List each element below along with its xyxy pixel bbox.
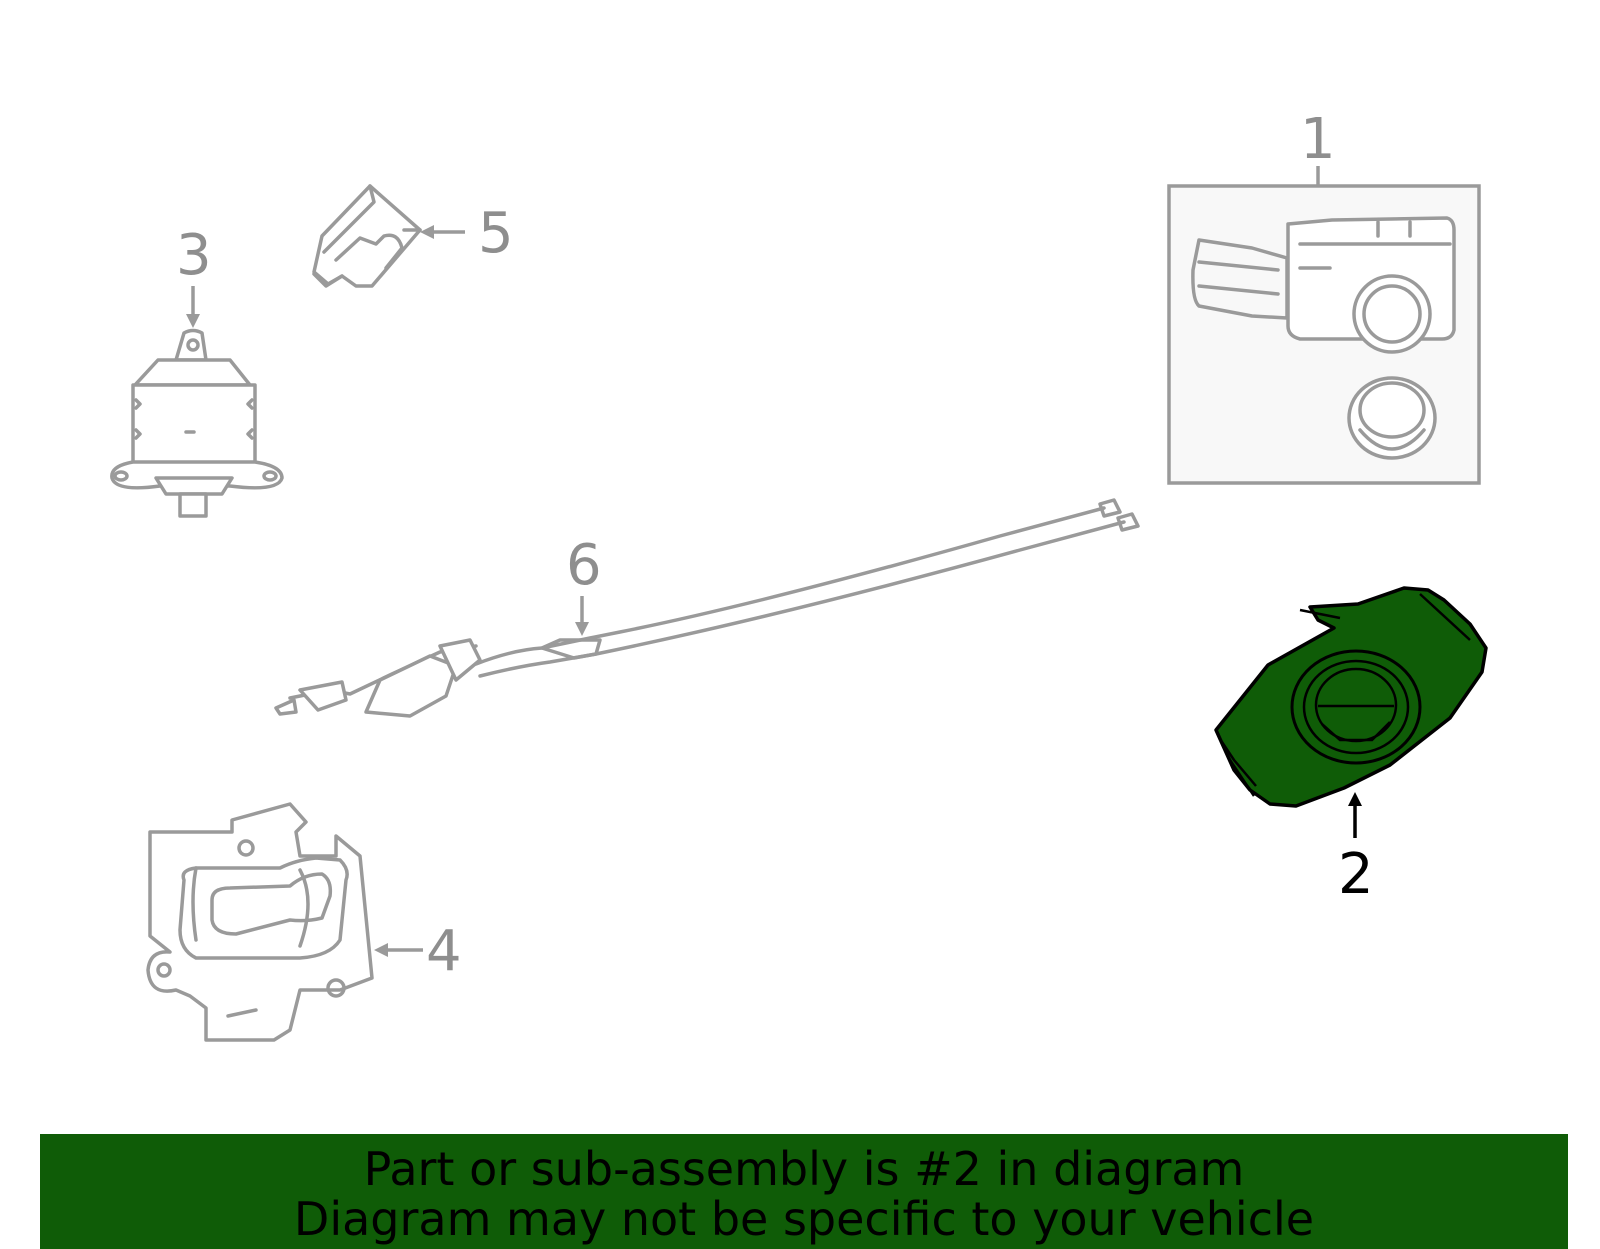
- callout-2-label: 2: [1338, 842, 1374, 907]
- callout-3-arrowhead: [186, 314, 200, 328]
- callout-2-arrowhead: [1348, 792, 1362, 806]
- callout-5-arrowhead: [420, 225, 434, 239]
- part-1-sensor-assembly[interactable]: [1167, 184, 1481, 485]
- banner-line-1: Part or sub-assembly is #2 in diagram: [363, 1142, 1245, 1196]
- banner-line-2: Diagram may not be specific to your vehi…: [293, 1192, 1315, 1246]
- callout-6-arrowhead: [575, 622, 589, 636]
- info-banner: Part or sub-assembly is #2 in diagram Di…: [40, 1134, 1568, 1249]
- callout-1-label: 1: [1300, 107, 1336, 172]
- callout-3-label: 3: [176, 223, 212, 288]
- part-6-wire-harness[interactable]: [274, 498, 1140, 718]
- part-4-bracket[interactable]: [146, 802, 374, 1042]
- callout-5-label: 5: [478, 201, 514, 266]
- callout-4-arrowhead: [374, 943, 388, 957]
- callout-6-label: 6: [566, 533, 602, 598]
- part-2-sensor-bezel[interactable]: [1214, 586, 1488, 808]
- callout-4-label: 4: [426, 919, 462, 984]
- part-3-actuator[interactable]: [110, 328, 284, 518]
- part-5-connector[interactable]: [312, 184, 422, 288]
